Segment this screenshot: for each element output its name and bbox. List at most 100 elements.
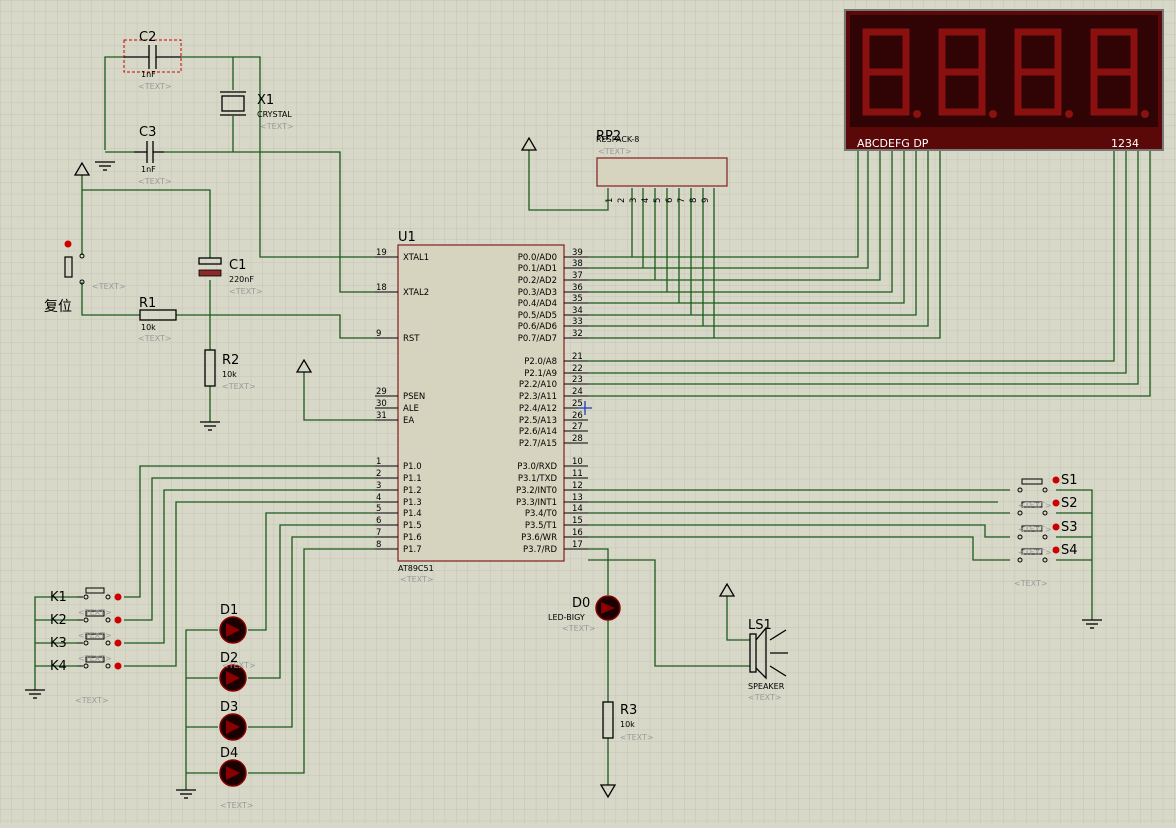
led-d3[interactable]	[219, 713, 247, 741]
key-k4[interactable]	[77, 656, 122, 670]
led-d2[interactable]	[219, 664, 247, 692]
led-d0[interactable]	[595, 595, 621, 621]
mcu-pin-name: RST	[403, 334, 420, 344]
mcu-pin-number: 5	[376, 504, 381, 514]
reset-label: 复位	[44, 298, 72, 315]
capacitor-c1[interactable]	[198, 257, 222, 277]
display-digit-labels: 1234	[1111, 137, 1139, 150]
display-seg-labels: ABCDEFG DP	[857, 137, 929, 150]
mcu-pin-name: P1.1	[403, 474, 422, 484]
mcu-pin-number: 36	[572, 283, 583, 293]
d2-text-placeholder: <TEXT>	[222, 661, 256, 670]
mcu-pin-name: P2.7/A15	[519, 439, 557, 449]
mcu-pin-number: 11	[572, 469, 583, 479]
x1-value: CRYSTAL	[257, 110, 292, 119]
mcu-pin-number: 3	[376, 481, 381, 491]
u1-value: AT89C51	[398, 564, 434, 573]
mcu-u1-body[interactable]	[397, 244, 565, 562]
mcu-pin-number: 28	[572, 434, 583, 444]
c3-label: C3	[139, 125, 156, 140]
power-arrow-ea	[295, 358, 313, 373]
mcu-pin-name: P3.0/RXD	[517, 462, 557, 472]
led-d4[interactable]	[219, 759, 247, 787]
mcu-pin-name: P3.1/TXD	[518, 474, 558, 484]
display-decimal-point	[1065, 110, 1073, 118]
key-k3[interactable]	[77, 633, 122, 647]
rp2-pin-number: 4	[641, 198, 651, 203]
ground-symbol-keys	[25, 689, 45, 699]
mcu-pin-name: P0.6/AD6	[518, 322, 557, 332]
mcu-pin-number: 10	[572, 457, 583, 467]
resistor-r2[interactable]	[204, 349, 216, 387]
mcu-pin-name: PSEN	[403, 392, 425, 402]
resistor-pack-rp2[interactable]	[596, 157, 728, 187]
x1-label: X1	[257, 93, 274, 108]
capacitor-c2[interactable]	[123, 39, 182, 73]
mcu-pin-number: 12	[572, 481, 583, 491]
key-k1[interactable]	[77, 587, 122, 601]
mcu-pin-name: P3.7/RD	[523, 545, 557, 555]
mcu-pin-number: 23	[572, 375, 583, 385]
mcu-pin-name: ALE	[403, 404, 419, 414]
switch-s1[interactable]	[1017, 476, 1060, 493]
crystal-x1[interactable]	[220, 91, 246, 116]
mcu-pin-name: P1.2	[403, 486, 422, 496]
mcu-pin-name: XTAL2	[403, 288, 429, 298]
power-arrow-rp2	[520, 136, 538, 151]
rp2-pin-number: 3	[629, 198, 639, 203]
mcu-pin-number: 4	[376, 493, 381, 503]
ls1-text-placeholder: <TEXT>	[748, 693, 782, 702]
rp2-pin-number: 6	[665, 198, 675, 203]
rp2-pin-number: 5	[653, 198, 663, 203]
r2-value: 10k	[222, 370, 237, 379]
c1-text-placeholder: <TEXT>	[229, 287, 263, 296]
switch-s4[interactable]	[1017, 546, 1060, 563]
mcu-pin-number: 39	[572, 248, 583, 258]
c1-label: C1	[229, 258, 246, 273]
capacitor-c3[interactable]	[134, 141, 164, 163]
led-d1[interactable]	[219, 616, 247, 644]
s4-text-placeholder: <TEXT>	[1018, 548, 1052, 557]
mcu-pin-name: P2.5/A13	[519, 416, 557, 426]
mcu-pin-number: 9	[376, 329, 381, 339]
r3-label: R3	[620, 703, 637, 718]
r1-label: R1	[139, 296, 156, 311]
wires	[34, 56, 1151, 790]
rp2-pin-number: 8	[689, 198, 699, 203]
display-decimal-point	[1141, 110, 1149, 118]
speaker-ls1[interactable]	[749, 626, 788, 680]
mcu-pin-name: P2.3/A11	[519, 392, 557, 402]
resistor-r1[interactable]	[139, 309, 177, 321]
mcu-pin-number: 35	[572, 294, 583, 304]
keys-text-placeholder: <TEXT>	[75, 696, 109, 705]
crosshair-cursor-icon	[578, 401, 592, 415]
mcu-pin-name: P3.6/WR	[521, 533, 557, 543]
reset-button[interactable]	[64, 240, 85, 285]
k3-text-placeholder: <TEXT>	[78, 631, 112, 640]
mcu-pin-number: 16	[572, 528, 583, 538]
k4-text-placeholder: <TEXT>	[78, 654, 112, 663]
mcu-pin-number: 33	[572, 317, 583, 327]
ls1-value: SPEAKER	[748, 682, 785, 691]
resistor-r3[interactable]	[602, 701, 614, 739]
switch-s2[interactable]	[1017, 499, 1060, 516]
s1-label: S1	[1061, 473, 1078, 488]
c3-value: 1nF	[141, 165, 156, 174]
ground-symbol-c3	[95, 161, 115, 171]
key-k2[interactable]	[77, 610, 122, 624]
c2-text-placeholder: <TEXT>	[138, 82, 172, 91]
mcu-pin-name: P0.0/AD0	[518, 253, 557, 263]
c3-text-placeholder: <TEXT>	[138, 177, 172, 186]
r1-text-placeholder: <TEXT>	[138, 334, 172, 343]
u1-text-placeholder: <TEXT>	[400, 575, 434, 584]
mcu-pin-name: P3.5/T1	[525, 521, 557, 531]
k3-label: K3	[50, 636, 67, 651]
mcu-pin-number: 1	[376, 457, 381, 467]
switch-s3[interactable]	[1017, 523, 1060, 540]
mcu-pin-name: P2.4/A12	[519, 404, 557, 414]
